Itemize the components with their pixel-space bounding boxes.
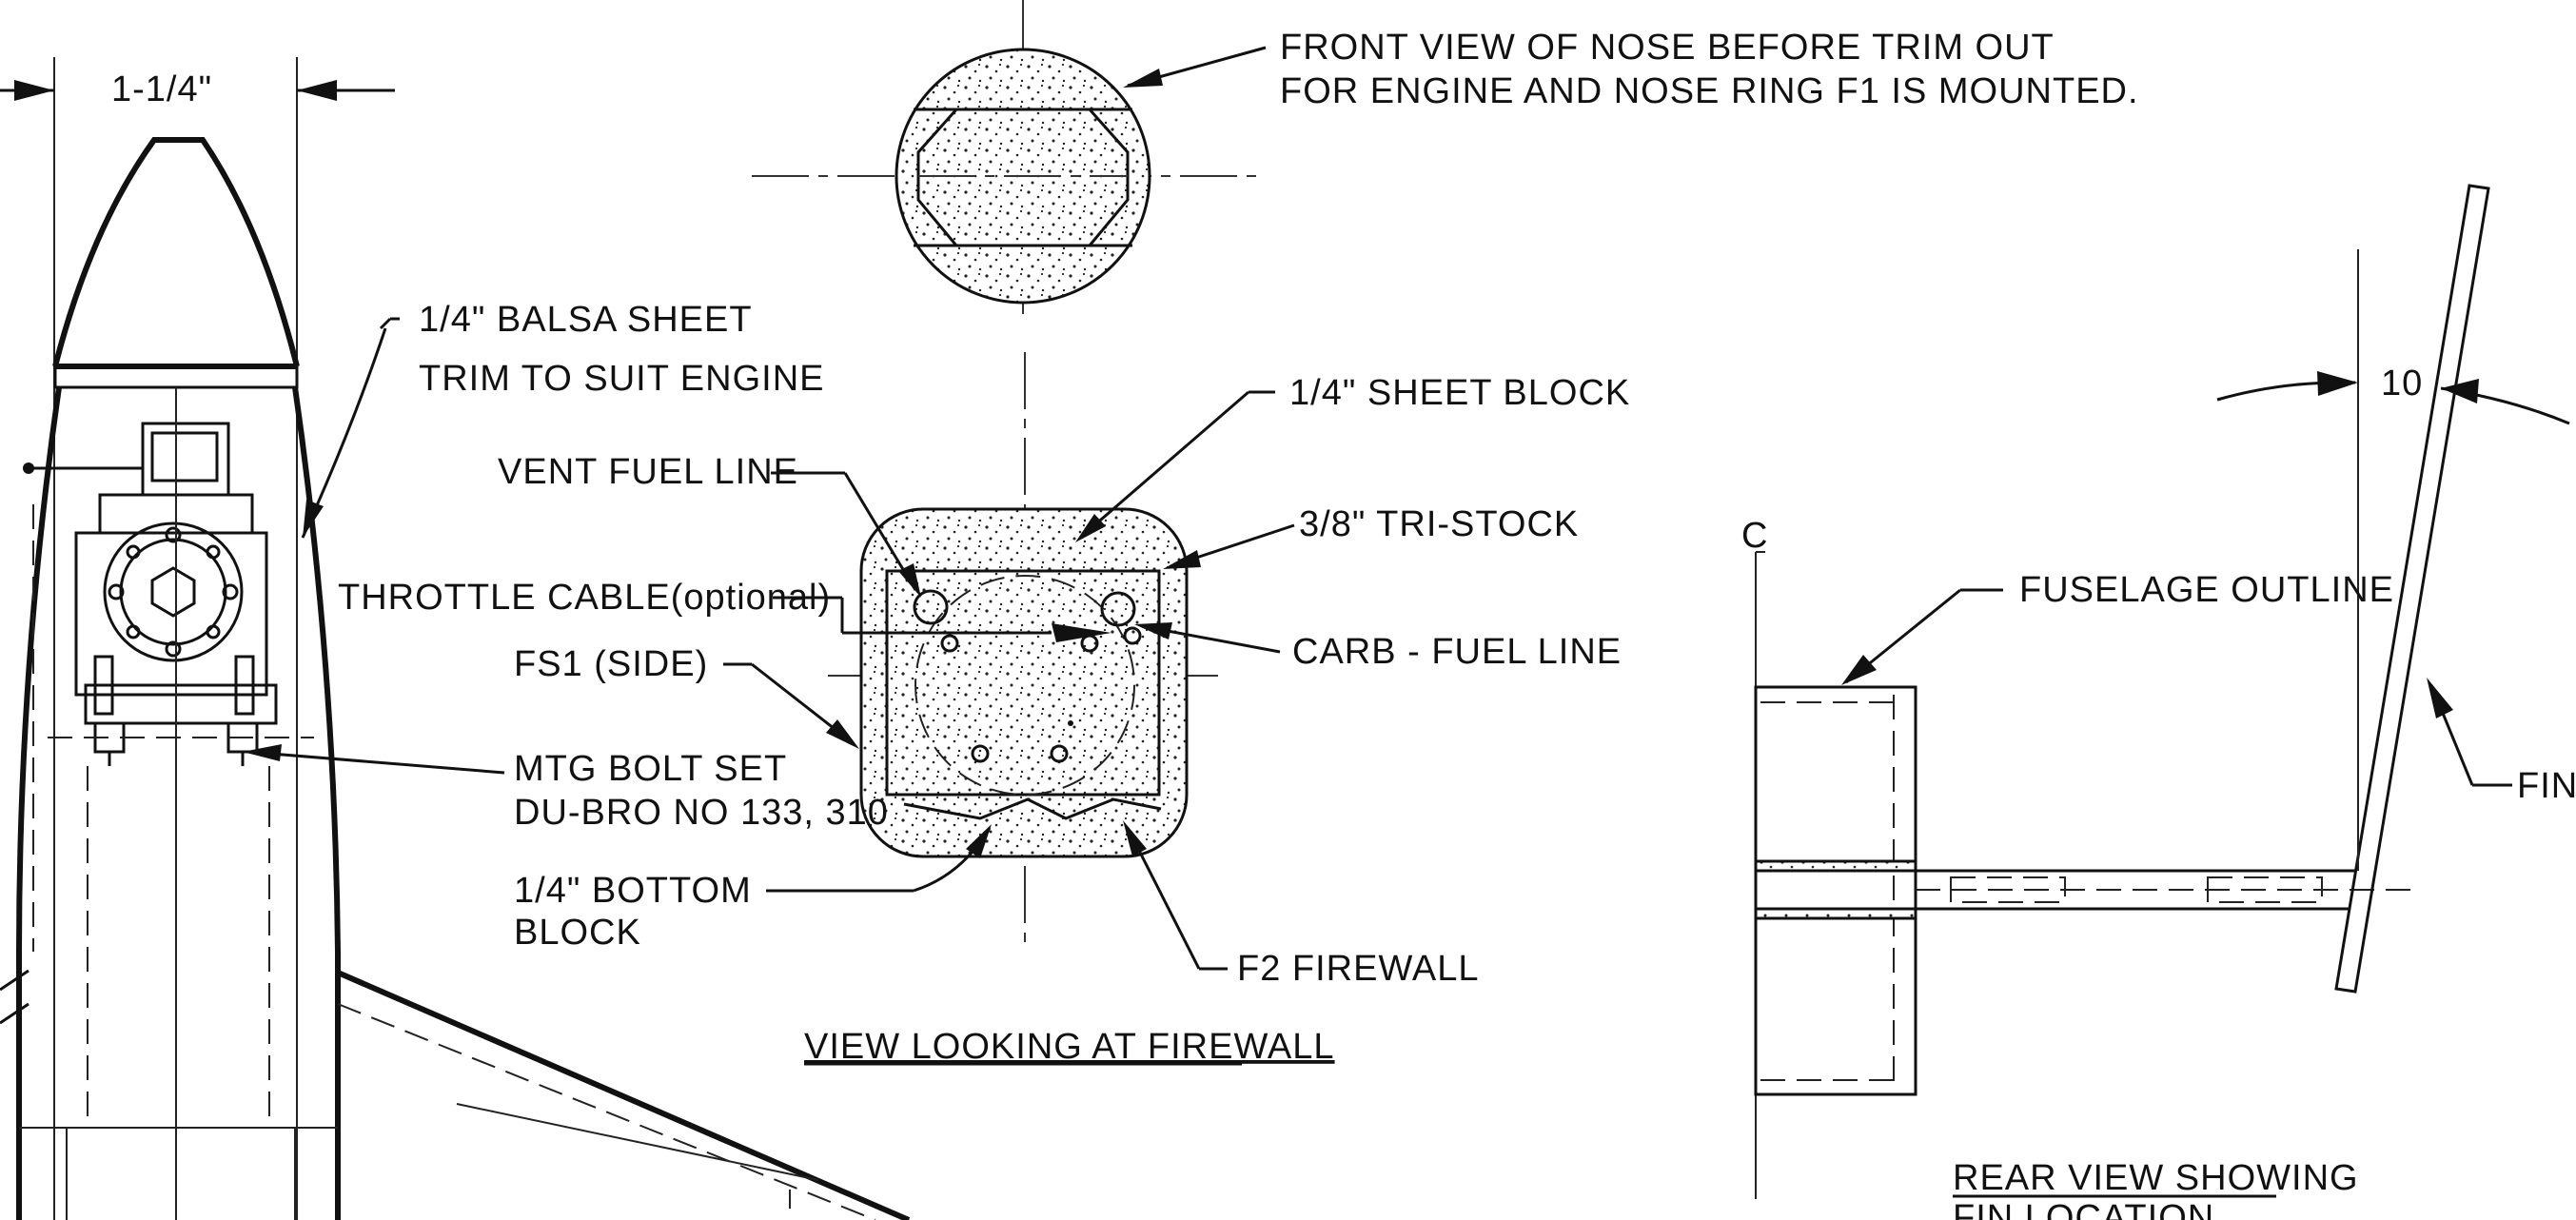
fuselage-outline-label: FUSELAGE OUTLINE [2019, 570, 2394, 610]
leader-arrow-icon [1123, 820, 1147, 856]
fin-angle-label: 10 [2381, 364, 2423, 403]
leader-arrow-icon [898, 563, 921, 598]
dimension-nose-width-label: 1-1/4" [111, 69, 212, 109]
leader-arrow-icon [1123, 69, 1163, 88]
leader-arrow-icon [243, 744, 282, 761]
leader-arrow-icon [1163, 550, 1201, 569]
front-view-note-line1: FRONT VIEW OF NOSE BEFORE TRIM OUT [1280, 28, 2055, 68]
bottom-block-label-line2: BLOCK [514, 913, 641, 953]
mtg-bolt-label: MTG BOLT SET [514, 749, 787, 789]
firewall-view [828, 352, 1218, 942]
firewall-view-title: VIEW LOOKING AT FIREWALL [804, 1027, 1335, 1067]
du-bro-label: DU-BRO NO 133, 310 [514, 793, 889, 833]
vent-fuel-line-label: VENT FUEL LINE [498, 452, 798, 492]
front-view-note-line2: FOR ENGINE AND NOSE RING F1 IS MOUNTED. [1280, 71, 2139, 111]
leader-arrow-icon [1134, 622, 1172, 640]
tri-stock-label: 3/8" TRI-STOCK [1299, 504, 1579, 544]
angle-arrow-icon [2441, 379, 2479, 403]
fin-label: FIN [2517, 766, 2576, 806]
bottom-block-label: 1/4" BOTTOM [514, 871, 752, 911]
sheet-block-label: 1/4" SHEET BLOCK [1289, 373, 1630, 413]
leader-arrow-icon [2427, 678, 2453, 718]
carb-fuel-line-label: CARB - FUEL LINE [1292, 632, 1622, 672]
rear-view-title: REAR VIEW SHOWING [1953, 1158, 2359, 1198]
balsa-sheet-label: 1/4" BALSA SHEET [419, 300, 753, 340]
rear-view-title-line2: FIN LOCATION [1953, 1198, 2214, 1220]
front-view-nose [752, 0, 1267, 314]
f2-firewall-label: F2 FIREWALL [1237, 949, 1480, 989]
fs1-side-label: FS1 (SIDE) [514, 644, 708, 684]
nose-side-view [0, 57, 395, 1220]
trim-engine-label: TRIM TO SUIT ENGINE [419, 359, 825, 399]
leader-arrow-icon [303, 500, 324, 538]
centerline-mark: C [1741, 516, 1768, 556]
leader-arrow-icon [966, 824, 992, 858]
throttle-cable-label: THROTTLE CABLE(optional) [338, 578, 831, 618]
dimension-arrow-icon [297, 80, 337, 101]
wing-outline [336, 970, 911, 1220]
leader-arrow-icon [1841, 655, 1877, 685]
leader-arrow-icon [826, 719, 859, 749]
throttle-arrow-icon [1052, 623, 1111, 642]
leader-lines [243, 317, 1295, 971]
angle-arrow-icon [2317, 371, 2358, 396]
leader-arrow-icon [1075, 514, 1106, 542]
dimension-arrow-icon [14, 80, 54, 101]
rear-view-fin [1754, 184, 2570, 1199]
